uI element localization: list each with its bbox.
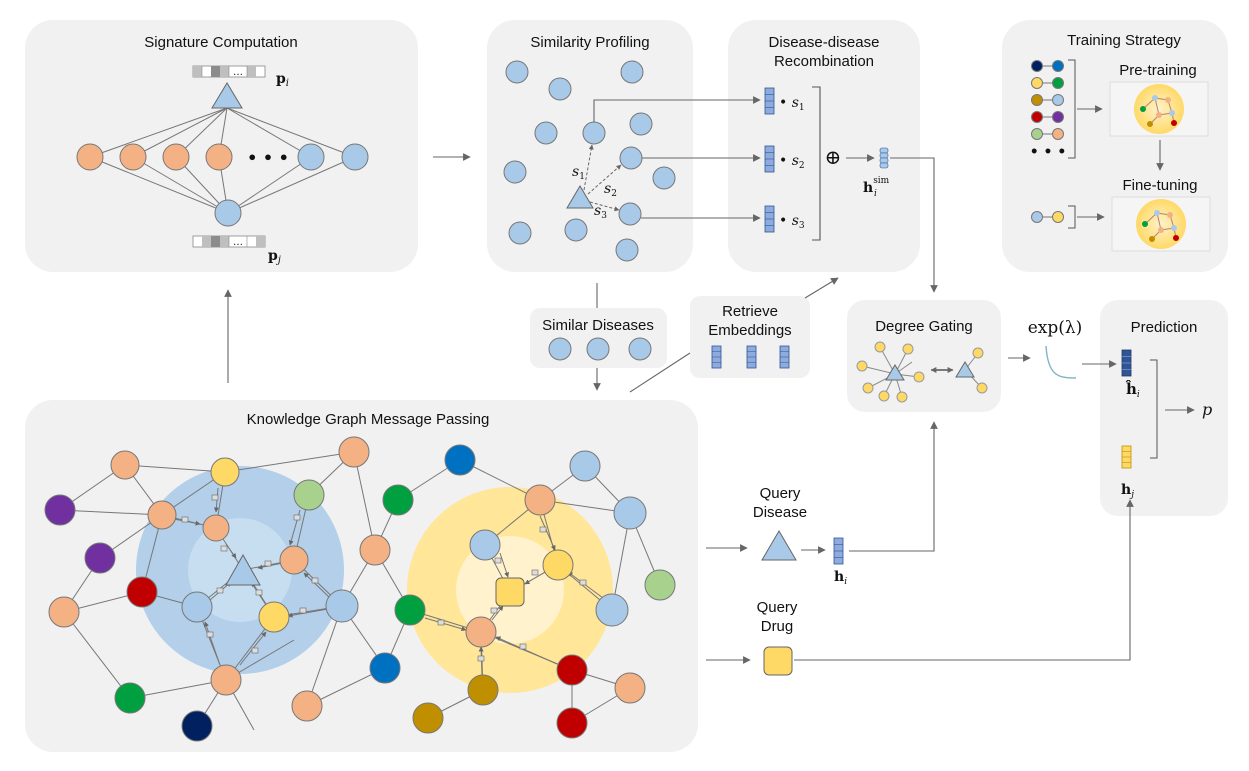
query-drug-square-icon [763,646,793,676]
prediction-diagram: ĥi hj p [1121,349,1212,500]
recombination-diagram: • s1 • s2 • s3 ⊕ hsim i [764,86,890,241]
training-title: Training Strategy [1067,32,1181,49]
query-drug-label-1: Query [757,599,798,616]
prediction-title: Prediction [1131,319,1198,336]
s1-label: s1 [572,164,585,182]
p-output-label: p [1202,400,1212,419]
embedding-vector-3 [764,205,775,233]
h-j-label: hj [1121,482,1134,500]
h-sim-label: hsim [863,176,890,196]
h-j-vector [1121,445,1132,469]
recombination-title-1: Disease-disease [769,34,880,51]
pretraining-pairs [1031,60,1064,140]
exp-lambda-label: exp(λ) [1028,318,1083,338]
similar-diseases-title: Similar Diseases [542,317,654,334]
h-i-label: hi [834,569,847,587]
query-drug-label-2: Drug [761,618,794,635]
h-hat-vector [1121,349,1132,377]
query-disease-label-2: Disease [753,504,807,521]
embedding-vector-1 [764,87,775,115]
signature-diagram: … pi • • • [76,65,369,266]
degree-gating-diagram [856,341,988,403]
training-diagram: • • • [1030,59,1211,252]
pair-ellipsis: • • • [1030,144,1067,160]
query-disease-label-1: Query [760,485,801,502]
similarity-diagram: s1 s2 s3 [503,60,761,262]
dot-s1-label: • s1 [779,95,805,113]
h-sim-vector [879,147,889,169]
kg-title: Knowledge Graph Message Passing [247,411,490,428]
retrieve-title-1: Retrieve [722,303,778,320]
degree-gating-panel [847,300,1001,412]
finetuning-label: Fine-tuning [1122,177,1197,194]
retrieved-embeddings [711,345,790,369]
pretraining-label: Pre-training [1119,62,1197,79]
similarity-title: Similarity Profiling [530,34,649,51]
h-sim-sub: i [874,189,877,199]
degree-gating-title: Degree Gating [875,318,973,335]
dot-s2-label: • s2 [779,153,805,171]
decay-curve-icon [1045,345,1077,379]
s2-label: s2 [604,181,617,199]
retrieve-title-2: Embeddings [708,322,791,339]
recombination-title-2: Recombination [774,53,874,70]
finetune-pair [1031,211,1064,223]
query-disease-triangle-icon [761,530,797,561]
recombination-panel [728,20,920,272]
similar-diseases-nodes [548,337,652,361]
node-ellipsis: • • • [247,148,289,167]
kg-graph [44,436,676,742]
vec-ellipsis-bottom: … [233,237,243,248]
embedding-vector-2 [764,145,775,173]
finetuning-graph-icon [1136,199,1186,249]
kg-query-drug-icon [495,577,525,607]
prediction-panel [1100,300,1228,516]
kg-query-disease-icon [225,553,261,586]
oplus-symbol: ⊕ [825,145,842,169]
disease-triangle-icon [211,82,243,109]
vec-ellipsis-top: … [233,67,243,78]
vector-p-j: … [192,235,266,248]
h-i-vector [833,537,844,565]
pretraining-graph-icon [1134,84,1184,134]
dot-s3-label: • s3 [779,213,805,231]
s3-label: s3 [594,203,607,221]
signature-title: Signature Computation [144,34,297,51]
vector-p-i: … [192,65,266,78]
p-i-label: pi [276,71,289,89]
p-j-label: pj [268,248,281,266]
h-hat-label: ĥi [1125,380,1140,400]
